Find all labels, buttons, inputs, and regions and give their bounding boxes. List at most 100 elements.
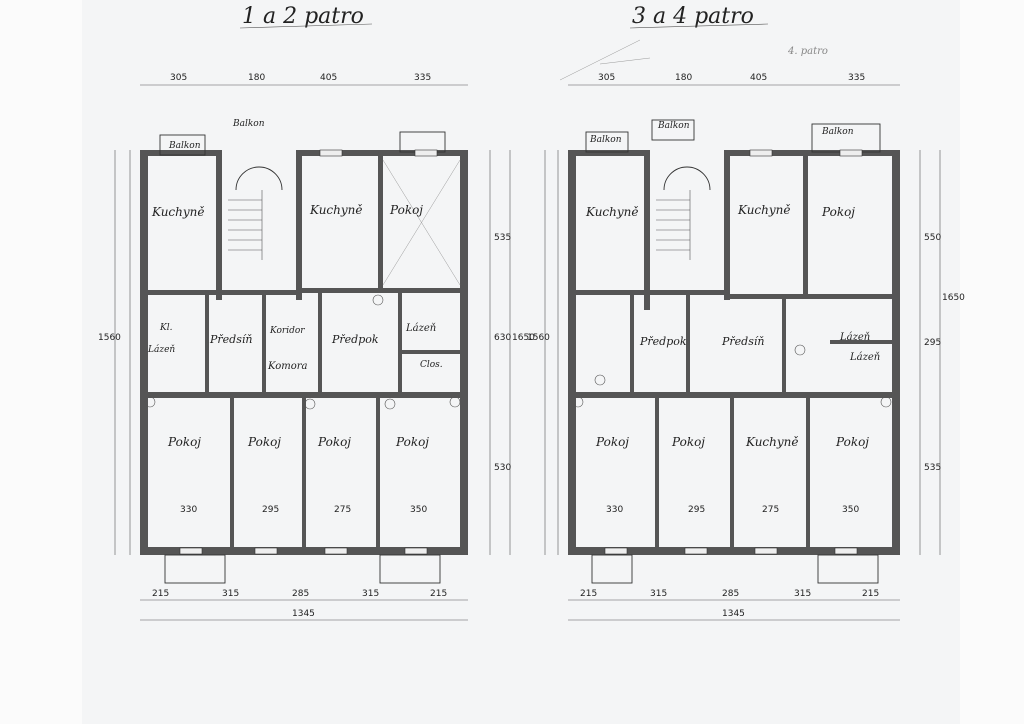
right-dim-bottom: 215 — [862, 589, 879, 599]
left-stair-curve — [235, 166, 283, 191]
left-dim-bottom: 215 — [152, 589, 169, 599]
left-room-label: Kuchyně — [309, 203, 363, 217]
left-dim-bottom: 315 — [222, 589, 239, 599]
left-wall-front — [140, 392, 468, 398]
left-wall-room-1 — [230, 398, 234, 548]
right-wall-mid-b — [728, 294, 900, 299]
right-wall-hall-3 — [782, 295, 786, 393]
right-balcony-2 — [651, 119, 695, 141]
left-room-width: 295 — [262, 505, 279, 515]
right-dim-top: 405 — [750, 73, 767, 83]
right-floor-plan — [544, 84, 941, 621]
right-stair-wall-w — [644, 150, 650, 310]
left-outer-wall-east — [460, 150, 468, 555]
right-room-label: Pokoj — [671, 435, 705, 449]
left-wall-hall-3 — [318, 293, 322, 393]
left-dim-right: 630 — [494, 333, 511, 343]
left-stair-wall-e — [296, 150, 302, 300]
right-dim-bottom: 315 — [794, 589, 811, 599]
right-room-width: 295 — [688, 505, 705, 515]
right-title-underline — [629, 23, 769, 29]
right-room-label: Balkon — [657, 121, 690, 131]
right-dim-right: 535 — [924, 463, 941, 473]
right-wall-kitchen-e — [803, 150, 808, 295]
left-dim-right: 535 — [494, 233, 511, 243]
left-balcony-1 — [159, 134, 206, 156]
left-stoves — [144, 294, 461, 410]
right-outer-wall-south — [568, 547, 900, 555]
left-room-label: Balkon — [168, 141, 201, 151]
left-wall-hall-4 — [398, 293, 402, 393]
right-room-label: Pokoj — [835, 435, 869, 449]
left-dim-top: 405 — [320, 73, 337, 83]
left-wall-kitchen-e — [378, 150, 383, 292]
right-room-label: Lázeň — [849, 352, 880, 363]
right-outer-wall-west — [568, 150, 576, 555]
left-dimension-lines — [114, 84, 511, 621]
right-room-label: Balkon — [821, 127, 854, 137]
right-stair-wall-e — [724, 150, 730, 300]
left-wall-hall-2 — [262, 293, 266, 393]
left-dim-left: 1560 — [98, 333, 121, 343]
left-dim-top: 335 — [414, 73, 431, 83]
right-outer-wall-east — [892, 150, 900, 555]
left-dim-top: 180 — [248, 73, 265, 83]
left-windows — [179, 149, 438, 555]
right-wall-mid-a — [568, 290, 728, 295]
right-dim-top: 335 — [848, 73, 865, 83]
right-room-label: Pokoj — [595, 435, 629, 449]
left-room-label: Pokoj — [167, 435, 201, 449]
left-room-width: 330 — [180, 505, 197, 515]
right-dim-bottom: 315 — [650, 589, 667, 599]
left-room-label: Pokoj — [317, 435, 351, 449]
left-room-label: Koridor — [269, 326, 305, 336]
right-dim-left: 1560 — [527, 333, 550, 343]
right-room-label: Balkon — [589, 135, 622, 145]
right-balcony-5 — [817, 554, 879, 584]
right-wall-bath — [830, 340, 892, 344]
left-wall-north-a — [140, 150, 220, 156]
paper-scan — [82, 0, 960, 724]
left-room-label: Lázeň — [405, 323, 436, 334]
right-stair-curve — [663, 166, 711, 191]
left-wall-hall-1 — [205, 293, 209, 393]
left-outer-wall-west — [140, 150, 148, 555]
left-stair-wall-w — [216, 150, 222, 300]
left-title-underline — [239, 23, 373, 29]
left-room-label: Komora — [267, 361, 308, 372]
left-stair-treads — [228, 190, 263, 260]
right-dimension-lines — [544, 84, 941, 621]
right-dim-top: 180 — [675, 73, 692, 83]
right-room-width: 275 — [762, 505, 779, 515]
left-wall-room-2 — [302, 398, 306, 548]
left-room-width: 350 — [410, 505, 427, 515]
right-room-label: Lázeň — [839, 332, 870, 343]
right-dim-bottom: 285 — [722, 589, 739, 599]
left-dim-bottom: 315 — [362, 589, 379, 599]
right-stoves — [572, 344, 892, 408]
left-room-label: Kl. — [159, 323, 173, 333]
right-wall-north-a — [568, 150, 648, 156]
left-room-label: Balkon — [232, 119, 265, 129]
right-room-label: Kuchyně — [745, 435, 799, 449]
right-stair-treads — [656, 190, 691, 260]
left-room-label: Lázeň — [147, 344, 175, 355]
left-room-label: Pokoj — [395, 435, 429, 449]
left-room-label: Předsíň — [209, 333, 252, 346]
left-wall-mid-a — [140, 290, 300, 295]
right-wall-room-2 — [730, 398, 734, 548]
right-wall-hall-2 — [686, 295, 690, 393]
right-wall-north-b — [728, 150, 900, 156]
left-balcony-3 — [164, 554, 226, 584]
right-wall-front — [568, 392, 900, 398]
left-room-label: Pokoj — [389, 203, 423, 217]
right-balcony-4 — [591, 554, 633, 584]
right-dim-right: 550 — [924, 233, 941, 243]
left-room-label: Pokoj — [247, 435, 281, 449]
pencil-marks — [559, 39, 651, 81]
left-room-label: Předpok — [331, 333, 379, 346]
left-dim-right: 530 — [494, 463, 511, 473]
left-balcony-2 — [399, 131, 446, 153]
